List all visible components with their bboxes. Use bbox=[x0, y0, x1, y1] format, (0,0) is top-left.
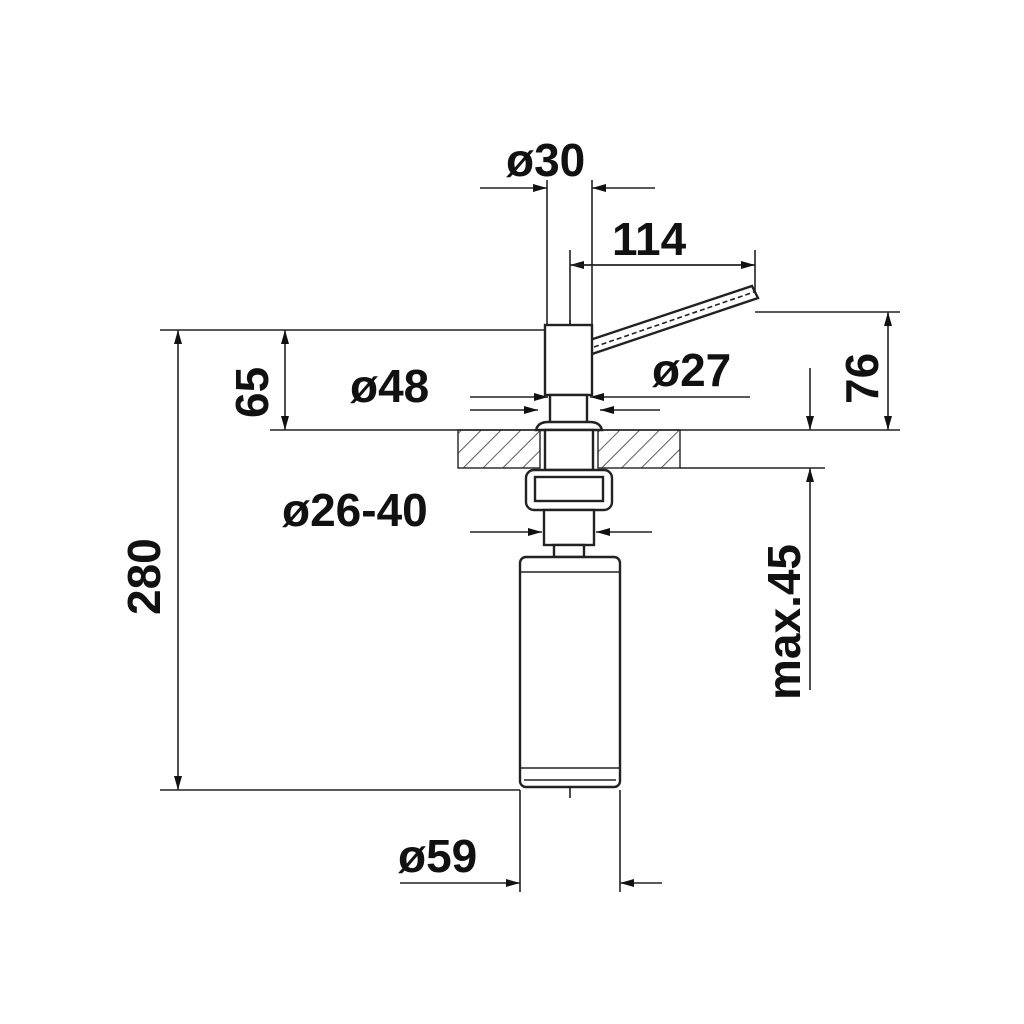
flange bbox=[534, 420, 604, 432]
countertop-section bbox=[457, 429, 681, 469]
dispenser bbox=[518, 284, 760, 789]
label-height-76: 76 bbox=[836, 353, 888, 404]
label-spout-reach: 114 bbox=[612, 213, 687, 265]
spout-head bbox=[543, 323, 594, 397]
bottle bbox=[518, 555, 622, 789]
threaded-shank bbox=[542, 508, 596, 547]
label-height-65: 65 bbox=[226, 367, 278, 418]
label-bottle-diameter: ø59 bbox=[398, 830, 477, 882]
body-neck bbox=[548, 393, 589, 427]
label-hole-diameter: ø26-40 bbox=[282, 484, 428, 536]
label-spout-diameter: ø30 bbox=[506, 134, 585, 186]
label-max-thickness: max.45 bbox=[758, 544, 810, 700]
dimension-lines bbox=[174, 184, 892, 887]
label-flange-diameter: ø48 bbox=[350, 360, 429, 412]
shank bbox=[543, 428, 595, 472]
label-total-height: 280 bbox=[118, 538, 170, 615]
label-body-diameter: ø27 bbox=[652, 344, 731, 396]
